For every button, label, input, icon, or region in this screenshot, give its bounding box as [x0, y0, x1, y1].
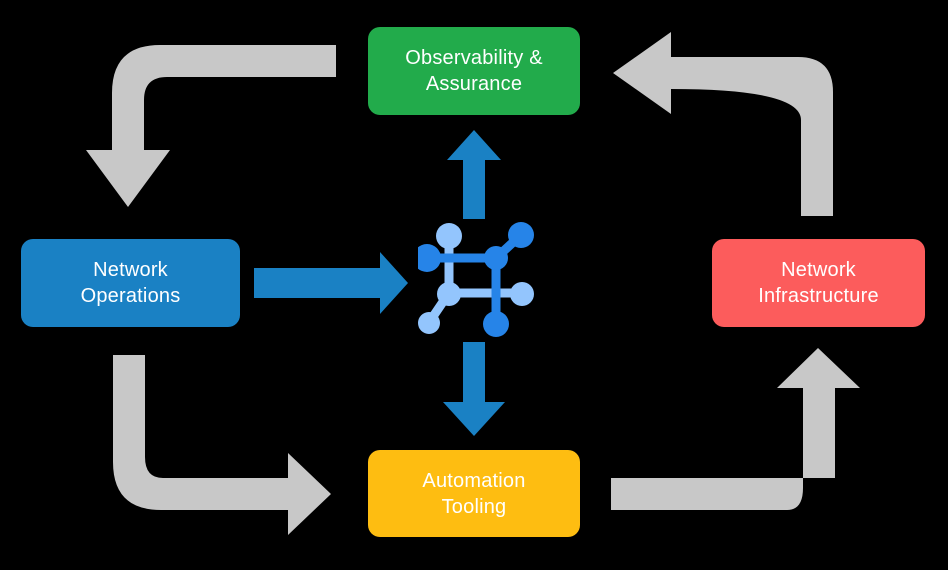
- node-automation-tooling[interactable]: Automation Tooling: [368, 450, 580, 537]
- node-observability-assurance[interactable]: Observability & Assurance: [368, 27, 580, 115]
- arrow-observability-to-operations: [86, 45, 336, 207]
- arrow-operations-to-center: [254, 252, 408, 314]
- node-network-operations[interactable]: Network Operations: [21, 239, 240, 327]
- arrow-operations-to-automation: [113, 355, 331, 535]
- arrow-infrastructure-to-observability: [613, 32, 833, 216]
- arrow-center-to-automation: [443, 342, 505, 436]
- node-label-automation: Automation Tooling: [422, 469, 526, 518]
- topology-light-nodes: [418, 223, 534, 334]
- arrow-automation-to-infrastructure: [611, 348, 860, 510]
- node-label-observability: Observability & Assurance: [405, 47, 543, 95]
- arrow-center-to-observability: [447, 130, 501, 219]
- node-label-operations: Network Operations: [80, 259, 181, 307]
- node-label-infrastructure: Network Infrastructure: [758, 259, 879, 307]
- node-network-infrastructure[interactable]: Network Infrastructure: [712, 239, 925, 327]
- topology-dark-nodes: [418, 222, 534, 337]
- network-topology-icon: [418, 222, 534, 337]
